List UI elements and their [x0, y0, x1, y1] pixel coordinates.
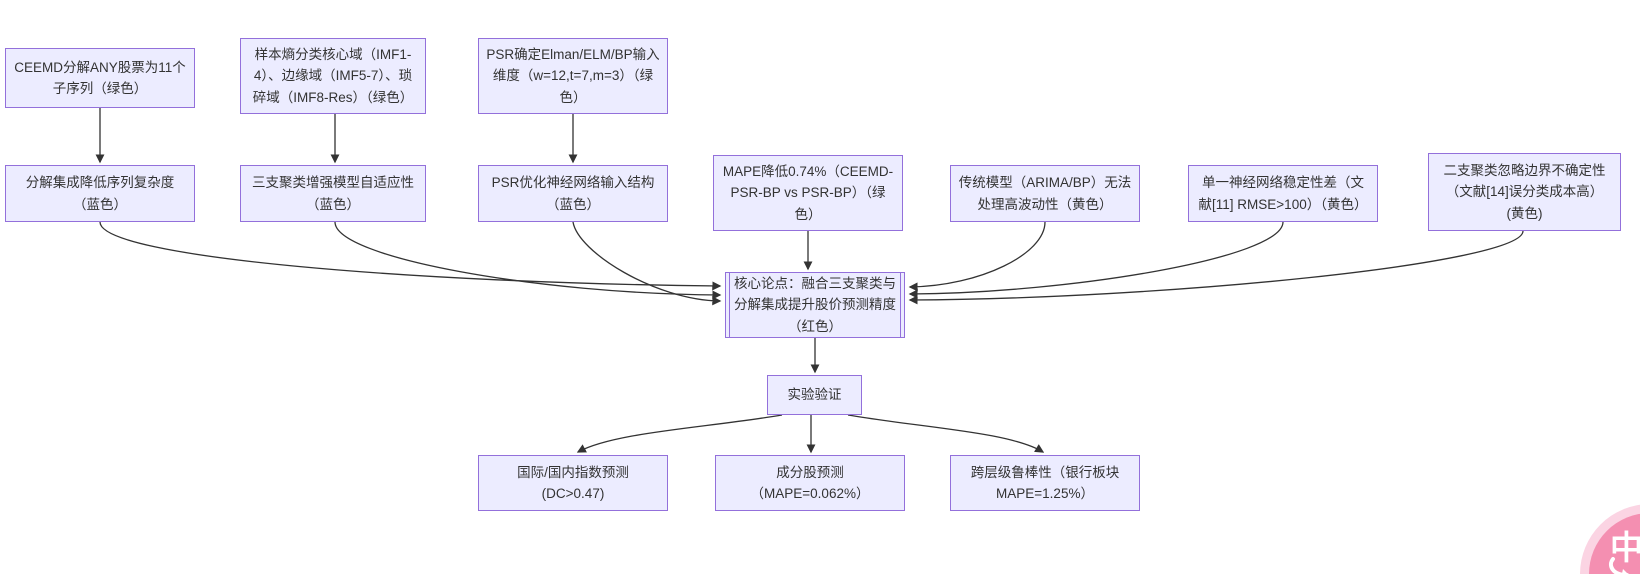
- node-label: 二支聚类忽略边界不确定性 （文献[14]误分类成本高） (黄色): [1443, 163, 1606, 221]
- node-label: 跨层级鲁棒性（银行板块 MAPE=1.25%）: [970, 464, 1120, 501]
- node-label: 分解集成降低序列复杂度 （蓝色）: [25, 175, 175, 212]
- edge-verify-b14: [847, 414, 1045, 453]
- node-label: 三支聚类增强模型自适应性 （蓝色）: [252, 175, 414, 212]
- edge-b9-core: [908, 221, 1284, 299]
- node-label: 成分股预测 （MAPE=0.062%）: [750, 464, 870, 501]
- node-label: PSR确定Elman/ELM/BP输入 维度（w=12,t=7,m=3）（绿 色…: [486, 47, 660, 105]
- edge-b4-core: [99, 221, 722, 291]
- node-label: 核心论点：融合三支聚类与 分解集成提升股价预测精度 （红色）: [734, 276, 896, 334]
- node-decomposition-reduces-complexity: 分解集成降低序列复杂度 （蓝色）: [5, 165, 195, 222]
- node-three-way-clustering-adaptivity: 三支聚类增强模型自适应性 （蓝色）: [240, 165, 426, 222]
- node-constituent-stock-result: 成分股预测 （MAPE=0.062%）: [715, 455, 905, 511]
- node-label: 样本熵分类核心域（IMF1- 4）、边缘域（IMF5-7）、琐 碎域（IMF8-…: [252, 47, 414, 105]
- node-label: PSR优化神经网络输入结构 （蓝色）: [491, 175, 655, 212]
- node-index-prediction-result: 国际/国内指数预测 (DC>0.47): [478, 455, 668, 511]
- translate-arrow-icon: [1608, 557, 1629, 574]
- node-two-way-clustering-limitation: 二支聚类忽略边界不确定性 （文献[14]误分类成本高） (黄色): [1428, 153, 1621, 231]
- node-core-thesis: 核心论点：融合三支聚类与 分解集成提升股价预测精度 （红色）: [725, 272, 905, 338]
- edge-b10-core: [908, 230, 1524, 305]
- node-cross-level-robustness-result: 跨层级鲁棒性（银行板块 MAPE=1.25%）: [950, 455, 1140, 511]
- node-label: 单一神经网络稳定性差（文 献[11] RMSE>100）（黄色）: [1198, 175, 1368, 212]
- node-label: CEEMD分解ANY股票为11个 子序列（绿色）: [14, 59, 186, 96]
- node-label: 国际/国内指数预测 (DC>0.47): [517, 464, 629, 501]
- edge-b8-core: [908, 221, 1046, 292]
- node-single-nn-instability: 单一神经网络稳定性差（文 献[11] RMSE>100）（黄色）: [1188, 165, 1378, 222]
- edge-b6-core: [572, 221, 722, 306]
- node-traditional-model-limitation: 传统模型（ARIMA/BP）无法 处理高波动性（黄色）: [950, 165, 1140, 222]
- edge-verify-b12: [576, 414, 783, 453]
- node-ceemd-decomposition: CEEMD分解ANY股票为11个 子序列（绿色）: [5, 48, 195, 108]
- immersive-translate-float-button[interactable]: 中 A: [1589, 513, 1640, 574]
- node-label: 传统模型（ARIMA/BP）无法 处理高波动性（黄色）: [958, 175, 1132, 212]
- node-psr-optimizes-input-structure: PSR优化神经网络输入结构 （蓝色）: [478, 165, 668, 222]
- node-experimental-validation: 实验验证: [767, 375, 862, 415]
- node-label: MAPE降低0.74%（CEEMD- PSR-BP vs PSR-BP）（绿 色…: [722, 164, 894, 222]
- translate-zh-glyph: 中: [1610, 529, 1640, 566]
- node-sample-entropy-classification: 样本熵分类核心域（IMF1- 4）、边缘域（IMF5-7）、琐 碎域（IMF8-…: [240, 38, 426, 114]
- node-mape-reduction-evidence: MAPE降低0.74%（CEEMD- PSR-BP vs PSR-BP）（绿 色…: [713, 155, 903, 231]
- edge-b5-core: [334, 221, 722, 300]
- node-label: 实验验证: [787, 387, 842, 403]
- node-psr-input-dimension: PSR确定Elman/ELM/BP输入 维度（w=12,t=7,m=3）（绿 色…: [478, 38, 668, 114]
